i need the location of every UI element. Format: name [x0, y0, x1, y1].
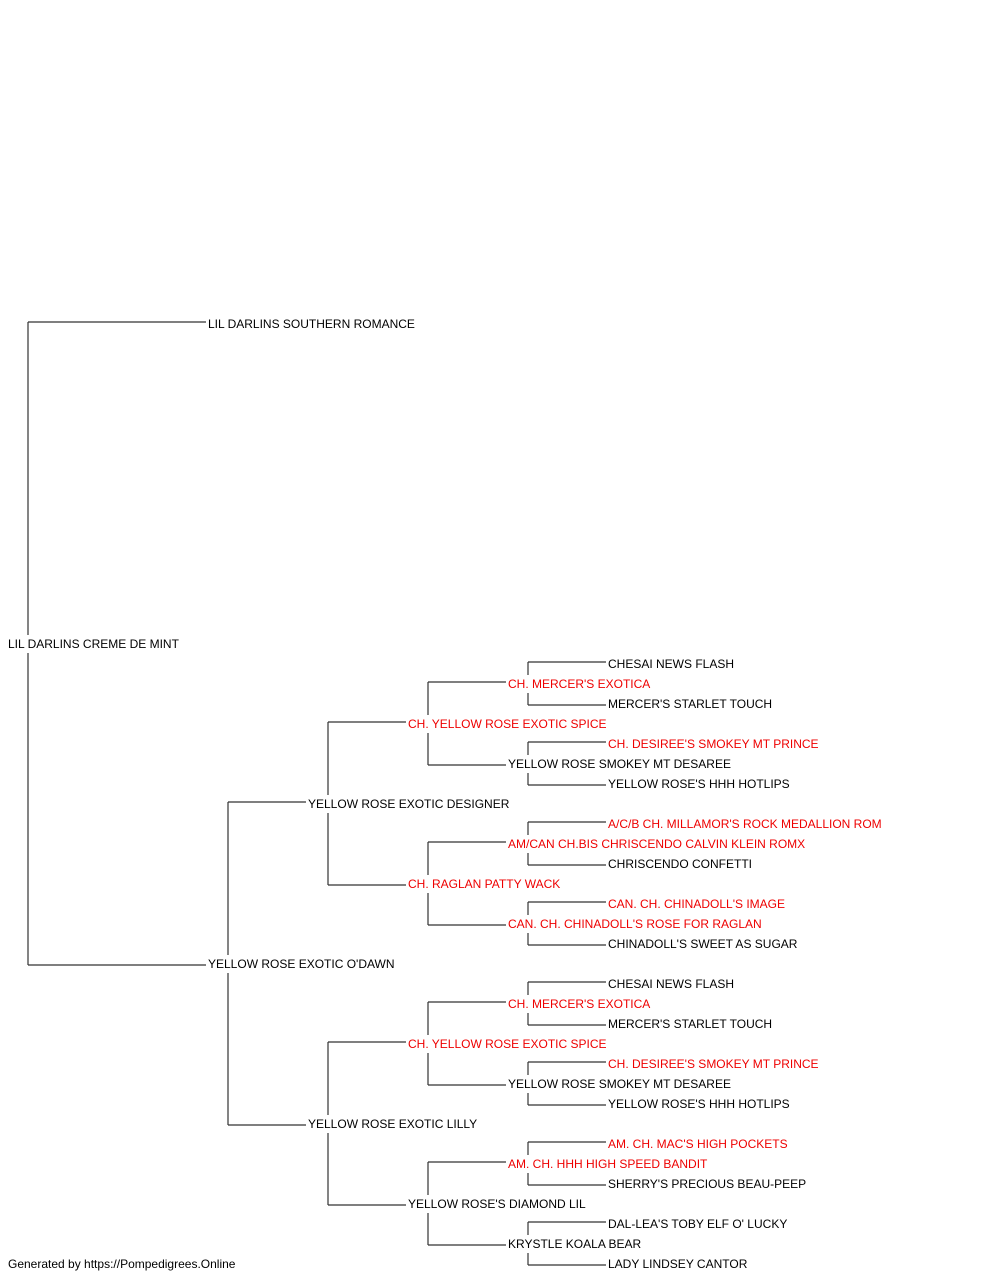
dog-name: YELLOW ROSE EXOTIC DESIGNER — [308, 797, 510, 811]
dog-name: MERCER'S STARLET TOUCH — [608, 1017, 773, 1031]
dog-name: YELLOW ROSE SMOKEY MT DESAREE — [508, 757, 731, 771]
dog-name: SHERRY'S PRECIOUS BEAU-PEEP — [608, 1177, 807, 1191]
dog-name: YELLOW ROSE'S HHH HOTLIPS — [608, 777, 790, 791]
dog-name: YELLOW ROSE'S HHH HOTLIPS — [608, 1097, 790, 1111]
dog-name: CAN. CH. CHINADOLL'S IMAGE — [608, 897, 785, 911]
dog-name: CH. YELLOW ROSE EXOTIC SPICE — [408, 1037, 607, 1051]
dog-name: YELLOW ROSE SMOKEY MT DESAREE — [508, 1077, 731, 1091]
dog-name: LIL DARLINS CREME DE MINT — [8, 637, 179, 651]
dog-name: CHRISCENDO CONFETTI — [608, 857, 752, 871]
dog-name: CHESAI NEWS FLASH — [608, 977, 735, 991]
generated-by-footer: Generated by https://Pompedigrees.Online — [8, 1257, 236, 1271]
dog-name: A/C/B CH. MILLAMOR'S ROCK MEDALLION ROM — [608, 817, 882, 831]
dog-name: CAN. CH. CHINADOLL'S ROSE FOR RAGLAN — [508, 917, 762, 931]
dog-name: DAL-LEA'S TOBY ELF O' LUCKY — [608, 1217, 788, 1231]
dog-name: MERCER'S STARLET TOUCH — [608, 697, 773, 711]
dog-name: CH. YELLOW ROSE EXOTIC SPICE — [408, 717, 607, 731]
dog-name: AM/CAN CH.BIS CHRISCENDO CALVIN KLEIN RO… — [508, 837, 806, 851]
dog-name: CH. DESIREE'S SMOKEY MT PRINCE — [608, 1057, 819, 1071]
dog-name: CH. MERCER'S EXOTICA — [508, 997, 651, 1011]
dog-name: LADY LINDSEY CANTOR — [608, 1257, 748, 1271]
dog-name: CH. DESIREE'S SMOKEY MT PRINCE — [608, 737, 819, 751]
dog-name: KRYSTLE KOALA BEAR — [508, 1237, 642, 1251]
dog-name: YELLOW ROSE'S DIAMOND LIL — [408, 1197, 586, 1211]
dog-name: CHINADOLL'S SWEET AS SUGAR — [608, 937, 798, 951]
dog-name: AM. CH. HHH HIGH SPEED BANDIT — [508, 1157, 708, 1171]
dog-name: AM. CH. MAC'S HIGH POCKETS — [608, 1137, 788, 1151]
dog-name: CH. MERCER'S EXOTICA — [508, 677, 651, 691]
dog-name: LIL DARLINS SOUTHERN ROMANCE — [208, 317, 415, 331]
dog-name: YELLOW ROSE EXOTIC LILLY — [308, 1117, 478, 1131]
dog-name: CHESAI NEWS FLASH — [608, 657, 735, 671]
dog-name: CH. RAGLAN PATTY WACK — [408, 877, 561, 891]
dog-name: YELLOW ROSE EXOTIC O'DAWN — [208, 957, 395, 971]
